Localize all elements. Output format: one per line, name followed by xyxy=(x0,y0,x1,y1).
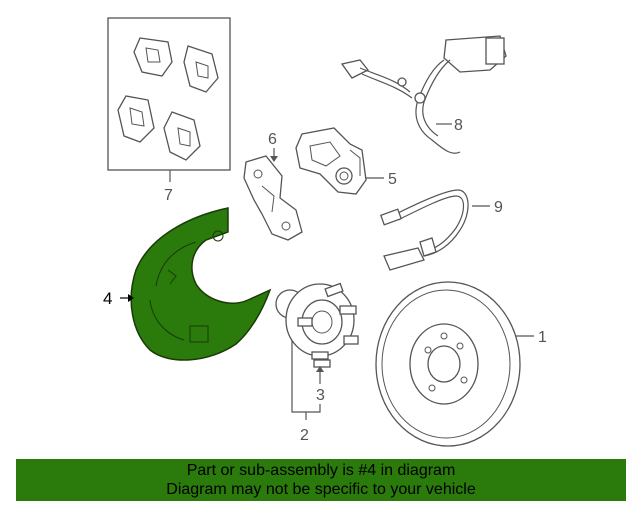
callout-1: 1 xyxy=(538,329,547,346)
caliper-bracket[interactable] xyxy=(243,148,303,241)
brake-pad-kit[interactable] xyxy=(107,17,231,182)
brake-rotor[interactable] xyxy=(375,281,534,447)
callout-7: 7 xyxy=(164,187,173,204)
splash-shield[interactable] xyxy=(120,207,272,361)
brake-parts-diagram: 7 8 5 xyxy=(103,17,547,447)
callout-5: 5 xyxy=(388,171,397,188)
callout-2: 2 xyxy=(300,427,309,444)
wheel-speed-sensor[interactable] xyxy=(379,189,490,271)
callout-4: 4 xyxy=(103,289,112,308)
wheel-hub-bearing[interactable] xyxy=(275,282,359,357)
callout-9: 9 xyxy=(494,199,503,216)
banner-line-1: Part or sub-assembly is #4 in diagram xyxy=(186,462,456,479)
brake-caliper[interactable] xyxy=(295,127,384,195)
callout-6: 6 xyxy=(268,131,277,148)
banner-line-2: Diagram may not be specific to your vehi… xyxy=(166,481,476,498)
part-info-banner: Part or sub-assembly is #4 in diagram Di… xyxy=(16,459,626,501)
callout-3: 3 xyxy=(316,387,325,404)
abs-wire-harness[interactable] xyxy=(340,35,507,154)
wheel-studs[interactable] xyxy=(311,351,331,384)
callout-8: 8 xyxy=(454,117,463,134)
